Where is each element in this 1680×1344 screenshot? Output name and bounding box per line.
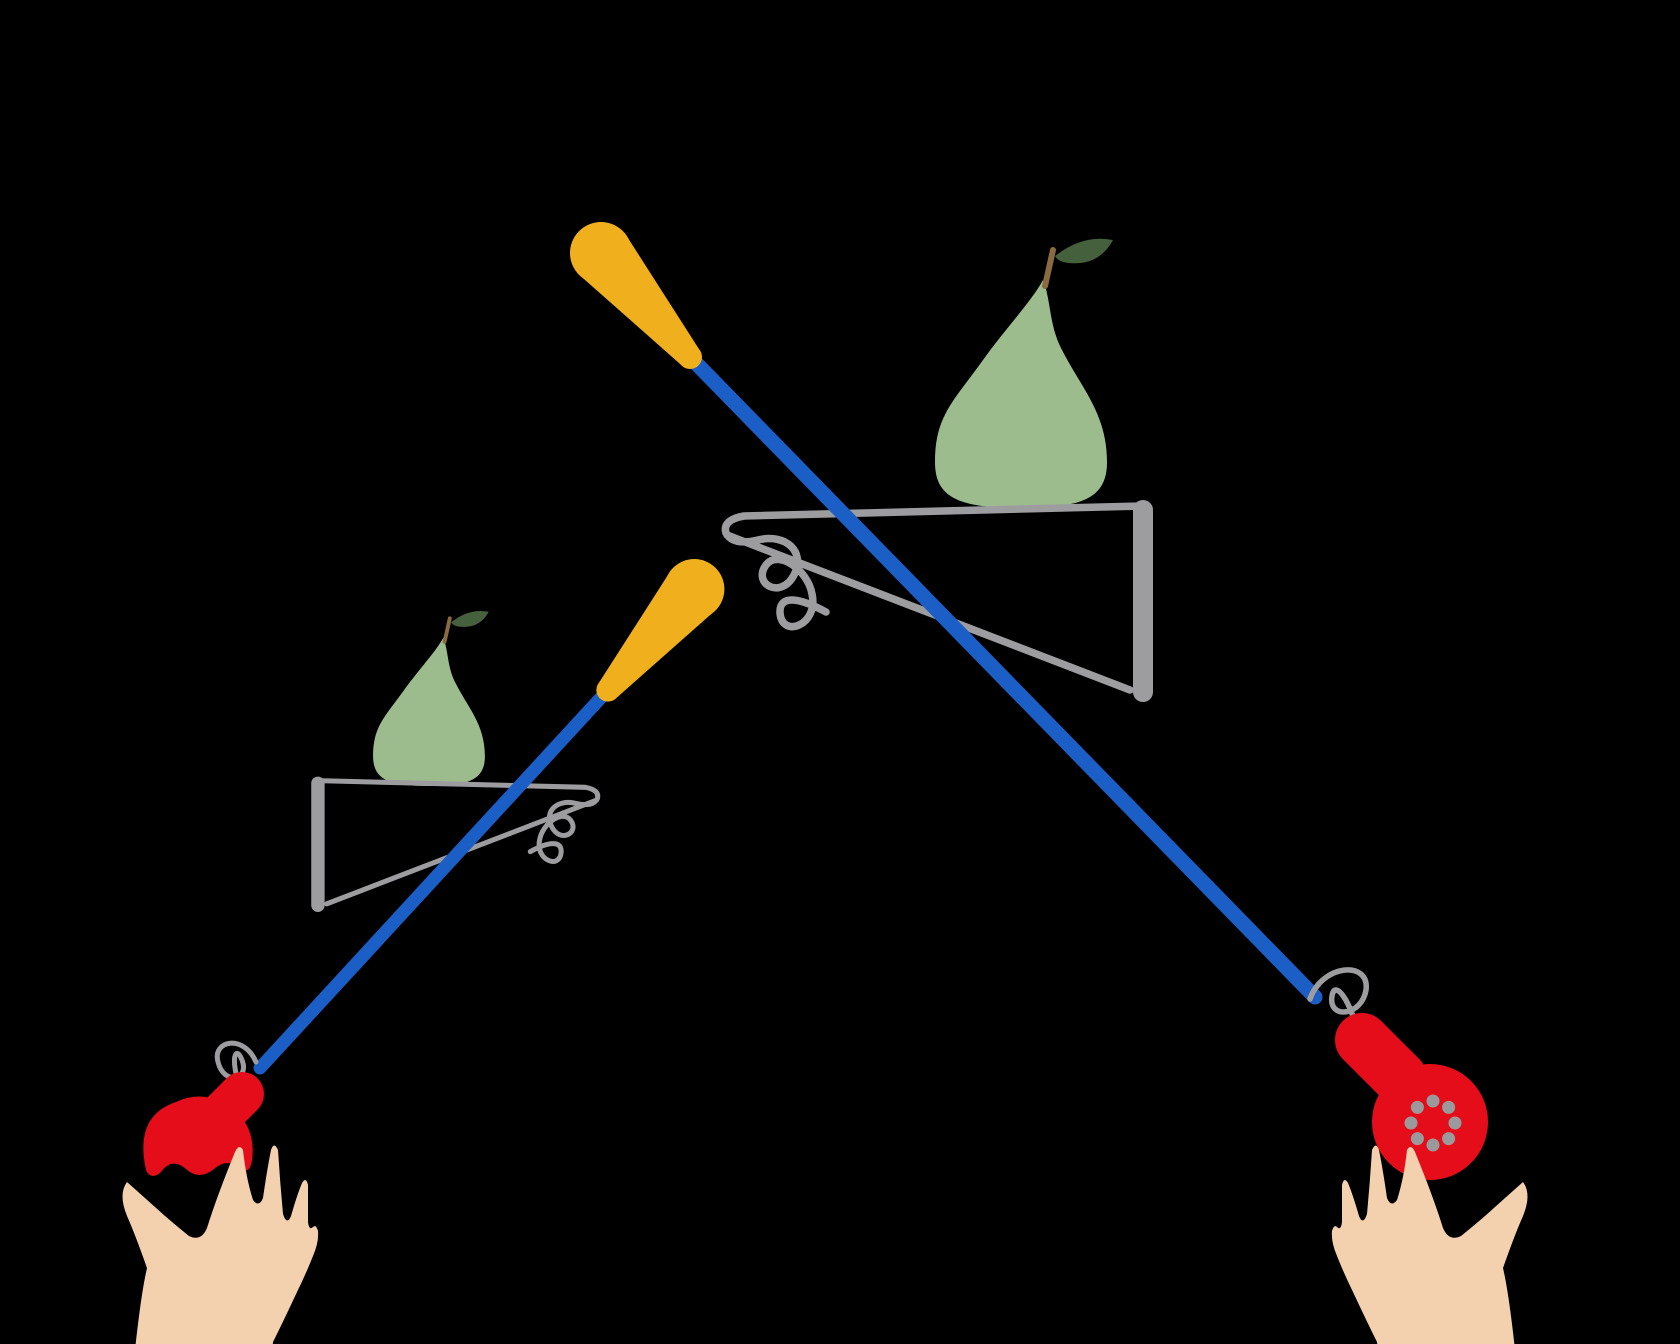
red-dome-catcher <box>143 1072 264 1177</box>
pole-small <box>253 683 615 1075</box>
dial-dot <box>1410 1100 1424 1114</box>
dial-dot <box>1442 1100 1456 1114</box>
dial-dot <box>1442 1132 1456 1146</box>
red-rotary-phone <box>1335 1013 1488 1180</box>
dial-dot <box>1426 1094 1440 1108</box>
phone-neck <box>1335 1013 1427 1105</box>
pear-small <box>371 609 491 788</box>
scene-small <box>122 559 725 1344</box>
handle-large <box>570 222 702 369</box>
phone-dial <box>1404 1094 1462 1152</box>
dial-dot <box>1410 1132 1424 1146</box>
pear-large <box>935 239 1113 508</box>
dial-dot <box>1404 1116 1418 1130</box>
phone-body <box>1372 1064 1488 1180</box>
dial-dot <box>1426 1138 1440 1152</box>
dial-dot <box>1448 1116 1462 1130</box>
pole-large <box>682 349 1323 1005</box>
dome-body <box>143 1096 253 1177</box>
scene-large <box>570 222 1528 1344</box>
shelf-small <box>318 781 598 906</box>
cord-loop-large <box>1307 967 1369 1035</box>
handle-small <box>596 559 725 702</box>
